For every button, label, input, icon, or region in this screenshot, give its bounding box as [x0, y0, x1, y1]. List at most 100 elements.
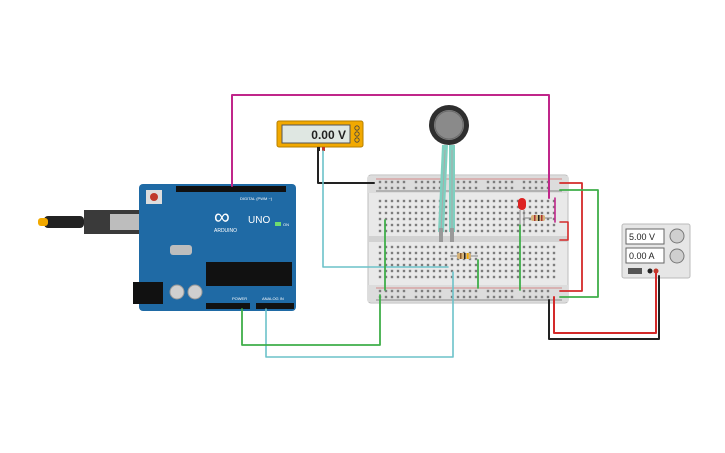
breadboard-hole[interactable]: [516, 275, 520, 279]
breadboard-hole[interactable]: [396, 223, 400, 227]
breadboard-hole[interactable]: [414, 275, 418, 279]
breadboard-hole[interactable]: [438, 257, 442, 261]
breadboard-hole[interactable]: [474, 229, 478, 233]
breadboard-hole[interactable]: [546, 217, 550, 221]
breadboard-hole[interactable]: [510, 245, 514, 249]
breadboard-hole[interactable]: [486, 251, 490, 255]
breadboard-hole[interactable]: [390, 205, 394, 209]
breadboard-hole[interactable]: [528, 245, 532, 249]
breadboard-hole[interactable]: [426, 217, 430, 221]
breadboard-hole[interactable]: [516, 211, 520, 215]
breadboard-hole[interactable]: [486, 269, 490, 273]
resistor-led[interactable]: [524, 215, 552, 221]
breadboard-hole[interactable]: [432, 217, 436, 221]
breadboard-hole[interactable]: [426, 251, 430, 255]
breadboard-hole[interactable]: [426, 186, 430, 190]
breadboard-hole[interactable]: [480, 217, 484, 221]
breadboard-hole[interactable]: [456, 245, 460, 249]
breadboard[interactable]: [367, 174, 569, 304]
breadboard-hole[interactable]: [390, 217, 394, 221]
breadboard-hole[interactable]: [486, 205, 490, 209]
breadboard-hole[interactable]: [402, 289, 406, 293]
breadboard-hole[interactable]: [510, 199, 514, 203]
breadboard-hole[interactable]: [462, 245, 466, 249]
breadboard-hole[interactable]: [504, 257, 508, 261]
breadboard-hole[interactable]: [474, 245, 478, 249]
breadboard-hole[interactable]: [552, 245, 556, 249]
breadboard-hole[interactable]: [378, 211, 382, 215]
breadboard-hole[interactable]: [402, 263, 406, 267]
breadboard-hole[interactable]: [528, 186, 532, 190]
breadboard-hole[interactable]: [504, 223, 508, 227]
breadboard-hole[interactable]: [402, 295, 406, 299]
breadboard-hole[interactable]: [546, 257, 550, 261]
breadboard-hole[interactable]: [486, 275, 490, 279]
breadboard-hole[interactable]: [552, 229, 556, 233]
breadboard-hole[interactable]: [498, 217, 502, 221]
breadboard-hole[interactable]: [456, 257, 460, 261]
breadboard-hole[interactable]: [420, 211, 424, 215]
breadboard-hole[interactable]: [420, 186, 424, 190]
breadboard-hole[interactable]: [462, 275, 466, 279]
breadboard-hole[interactable]: [414, 186, 418, 190]
breadboard-hole[interactable]: [552, 251, 556, 255]
breadboard-hole[interactable]: [462, 205, 466, 209]
breadboard-hole[interactable]: [504, 275, 508, 279]
breadboard-hole[interactable]: [552, 269, 556, 273]
breadboard-hole[interactable]: [402, 275, 406, 279]
breadboard-hole[interactable]: [432, 229, 436, 233]
breadboard-hole[interactable]: [402, 223, 406, 227]
breadboard-hole[interactable]: [474, 223, 478, 227]
breadboard-hole[interactable]: [456, 205, 460, 209]
breadboard-hole[interactable]: [468, 289, 472, 293]
breadboard-hole[interactable]: [444, 217, 448, 221]
breadboard-hole[interactable]: [528, 229, 532, 233]
breadboard-hole[interactable]: [534, 199, 538, 203]
breadboard-hole[interactable]: [456, 275, 460, 279]
voltage-knob-icon[interactable]: [669, 228, 685, 244]
breadboard-hole[interactable]: [480, 223, 484, 227]
breadboard-hole[interactable]: [492, 245, 496, 249]
breadboard-hole[interactable]: [546, 205, 550, 209]
breadboard-hole[interactable]: [528, 263, 532, 267]
breadboard-hole[interactable]: [516, 229, 520, 233]
breadboard-hole[interactable]: [516, 251, 520, 255]
breadboard-hole[interactable]: [498, 186, 502, 190]
breadboard-hole[interactable]: [516, 257, 520, 261]
mode-knob-icon[interactable]: [354, 125, 360, 131]
breadboard-hole[interactable]: [432, 251, 436, 255]
breadboard-hole[interactable]: [432, 186, 436, 190]
breadboard-hole[interactable]: [522, 275, 526, 279]
breadboard-hole[interactable]: [390, 211, 394, 215]
breadboard-hole[interactable]: [432, 269, 436, 273]
breadboard-hole[interactable]: [486, 257, 490, 261]
breadboard-hole[interactable]: [390, 180, 394, 184]
breadboard-hole[interactable]: [492, 269, 496, 273]
breadboard-hole[interactable]: [492, 257, 496, 261]
breadboard-hole[interactable]: [432, 205, 436, 209]
breadboard-hole[interactable]: [534, 295, 538, 299]
breadboard-hole[interactable]: [534, 229, 538, 233]
breadboard-hole[interactable]: [504, 229, 508, 233]
breadboard-hole[interactable]: [480, 275, 484, 279]
breadboard-hole[interactable]: [510, 186, 514, 190]
breadboard-hole[interactable]: [414, 269, 418, 273]
breadboard-hole[interactable]: [408, 257, 412, 261]
breadboard-hole[interactable]: [378, 289, 382, 293]
breadboard-hole[interactable]: [462, 269, 466, 273]
breadboard-hole[interactable]: [408, 269, 412, 273]
breadboard-hole[interactable]: [462, 180, 466, 184]
breadboard-hole[interactable]: [396, 295, 400, 299]
breadboard-hole[interactable]: [510, 269, 514, 273]
breadboard-hole[interactable]: [414, 217, 418, 221]
breadboard-hole[interactable]: [414, 223, 418, 227]
breadboard-hole[interactable]: [540, 257, 544, 261]
breadboard-hole[interactable]: [486, 223, 490, 227]
breadboard-hole[interactable]: [426, 257, 430, 261]
breadboard-hole[interactable]: [444, 211, 448, 215]
breadboard-hole[interactable]: [492, 186, 496, 190]
breadboard-hole[interactable]: [456, 223, 460, 227]
breadboard-hole[interactable]: [378, 229, 382, 233]
breadboard-hole[interactable]: [444, 223, 448, 227]
